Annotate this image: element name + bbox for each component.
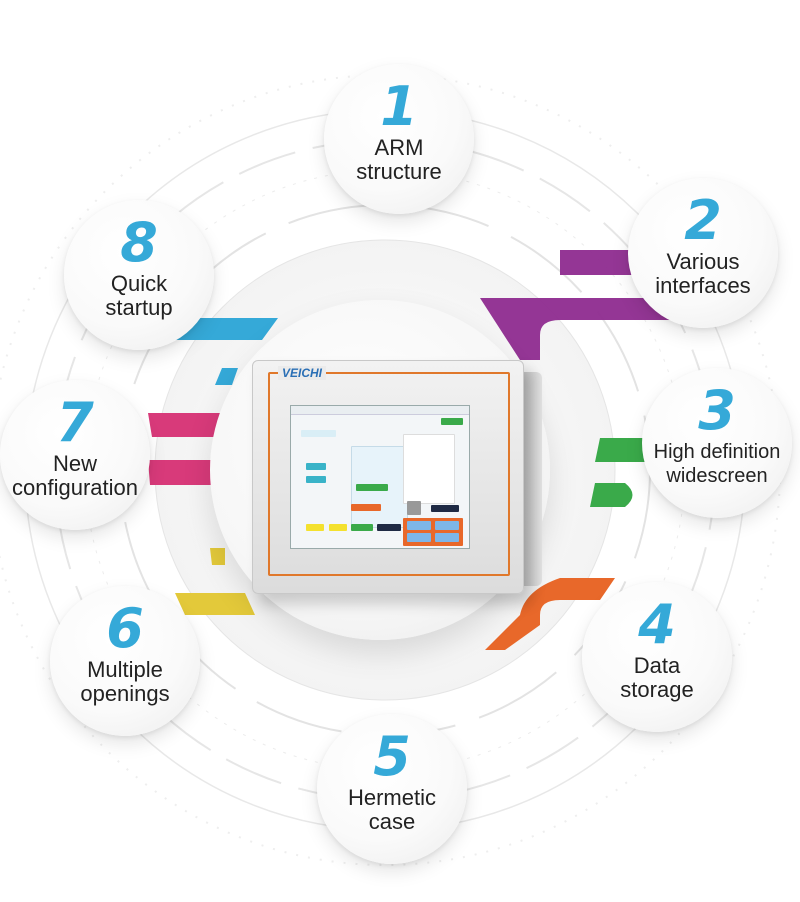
feature-label: Data storage xyxy=(620,653,694,702)
screen-orange-chip xyxy=(351,504,381,511)
screen-title-bar xyxy=(291,406,469,415)
screen-green-button xyxy=(441,418,463,425)
device-side-panel xyxy=(520,372,542,586)
feature-number: 5 xyxy=(373,725,411,788)
feature-hermetic-case: 5 Hermetic case xyxy=(317,714,467,864)
feature-number: 7 xyxy=(56,391,94,454)
yellow-ribbon xyxy=(175,548,255,615)
purple-ribbon xyxy=(480,250,690,360)
screen-blue-button-2 xyxy=(435,521,459,530)
screen-teal-button-2 xyxy=(306,476,326,483)
brand-logo: VEICHI xyxy=(278,366,327,380)
orange-ribbon xyxy=(485,578,615,650)
feature-number: 4 xyxy=(638,593,676,656)
screen-yellow-chip-1 xyxy=(306,524,324,531)
feature-label: Quick startup xyxy=(105,271,173,320)
device-screen xyxy=(290,405,470,549)
feature-number: 3 xyxy=(698,379,736,442)
feature-number: 8 xyxy=(120,211,158,274)
feature-number: 2 xyxy=(684,189,722,252)
screen-header-box xyxy=(301,430,336,437)
screen-dark-button xyxy=(431,505,459,512)
feature-multiple-openings: 6 Multiple openings xyxy=(50,586,200,736)
feature-various-interfaces: 2 Various interfaces xyxy=(628,178,778,328)
screen-dark-chip xyxy=(377,524,401,531)
feature-label: Multiple openings xyxy=(80,657,170,706)
feature-label: Various interfaces xyxy=(655,249,751,298)
feature-number: 1 xyxy=(380,75,418,138)
feature-label: High definition widescreen xyxy=(653,441,781,487)
screen-blue-button-4 xyxy=(435,533,459,542)
screen-yellow-chip-2 xyxy=(329,524,347,531)
screen-value-panel xyxy=(403,434,455,504)
blue-ribbon xyxy=(170,318,278,385)
screen-green-chip xyxy=(356,484,388,491)
feature-data-storage: 4 Data storage xyxy=(582,582,732,732)
pink-ribbon xyxy=(148,413,225,485)
screen-teal-button-1 xyxy=(306,463,326,470)
feature-number: 6 xyxy=(106,597,144,660)
screen-blue-button-3 xyxy=(407,533,431,542)
screen-blue-button-1 xyxy=(407,521,431,530)
feature-quick-startup: 8 Quick startup xyxy=(64,200,214,350)
bezel-accent-line xyxy=(268,372,510,576)
screen-green-chip-2 xyxy=(351,524,373,531)
feature-label: New configuration xyxy=(12,451,138,500)
feature-high-definition-widescreen: 3 High definition widescreen xyxy=(642,368,792,518)
feature-label: Hermetic case xyxy=(347,785,436,834)
feature-label: ARM structure xyxy=(356,135,442,184)
feature-arm-structure: 1 ARM structure xyxy=(324,64,474,214)
screen-qr-code xyxy=(407,501,421,515)
feature-new-configuration: 7 New configuration xyxy=(0,380,150,530)
